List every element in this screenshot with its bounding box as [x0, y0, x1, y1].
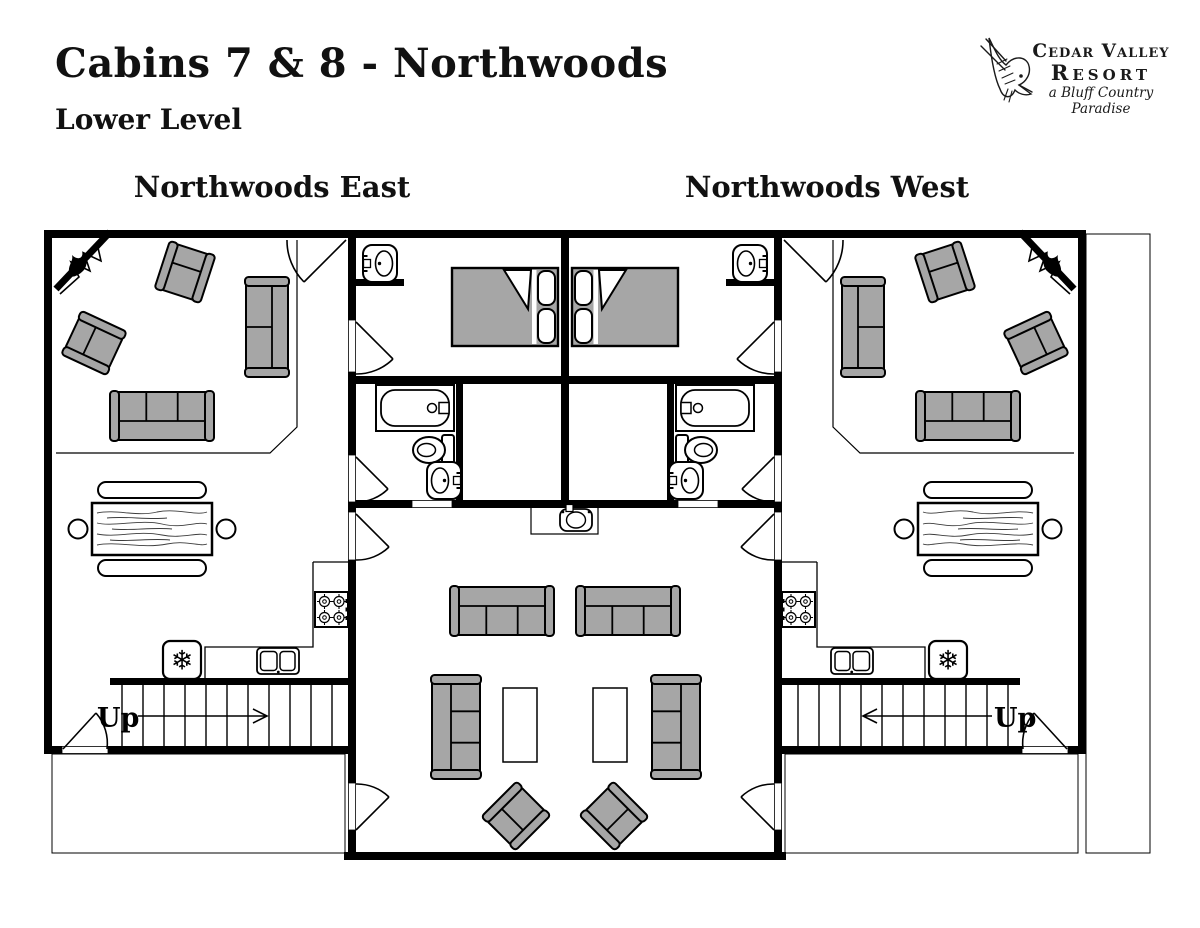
unit-label-northwoods-east: Northwoods East — [133, 170, 411, 204]
wall-center-divider — [561, 230, 569, 505]
logo-tagline: a Bluff Country Paradise — [1048, 85, 1154, 117]
game-table — [502, 687, 538, 763]
wet-bar-sink — [559, 508, 593, 532]
stair-up-label-east: Up — [97, 703, 139, 734]
page-title: Cabins 7 & 8 - Northwoods — [55, 40, 669, 87]
cabin-northwoods-east — [44, 230, 565, 860]
page-subtitle: Lower Level — [55, 103, 243, 136]
cabin-northwoods-west — [565, 230, 1086, 860]
unit-label-northwoods-west: Northwoods West — [684, 170, 970, 204]
wet-bar — [530, 503, 599, 535]
stair-up-label-west: Up — [994, 703, 1036, 734]
bird-icon — [980, 37, 1033, 103]
gameroom-sofa — [575, 585, 681, 637]
gameroom-armchair — [480, 780, 552, 852]
resort-logo: Cedar Valley Resort a Bluff Country Para… — [975, 30, 1175, 120]
gameroom-armchair — [578, 780, 650, 852]
gameroom-sofa — [650, 674, 702, 780]
side-deck — [1085, 233, 1151, 854]
gameroom-sofa — [449, 585, 555, 637]
logo-resort-name-line2: Resort — [1050, 60, 1152, 85]
gameroom-sofa — [430, 674, 482, 780]
game-table — [592, 687, 628, 763]
logo-resort-name-line1: Cedar Valley — [1032, 41, 1170, 62]
